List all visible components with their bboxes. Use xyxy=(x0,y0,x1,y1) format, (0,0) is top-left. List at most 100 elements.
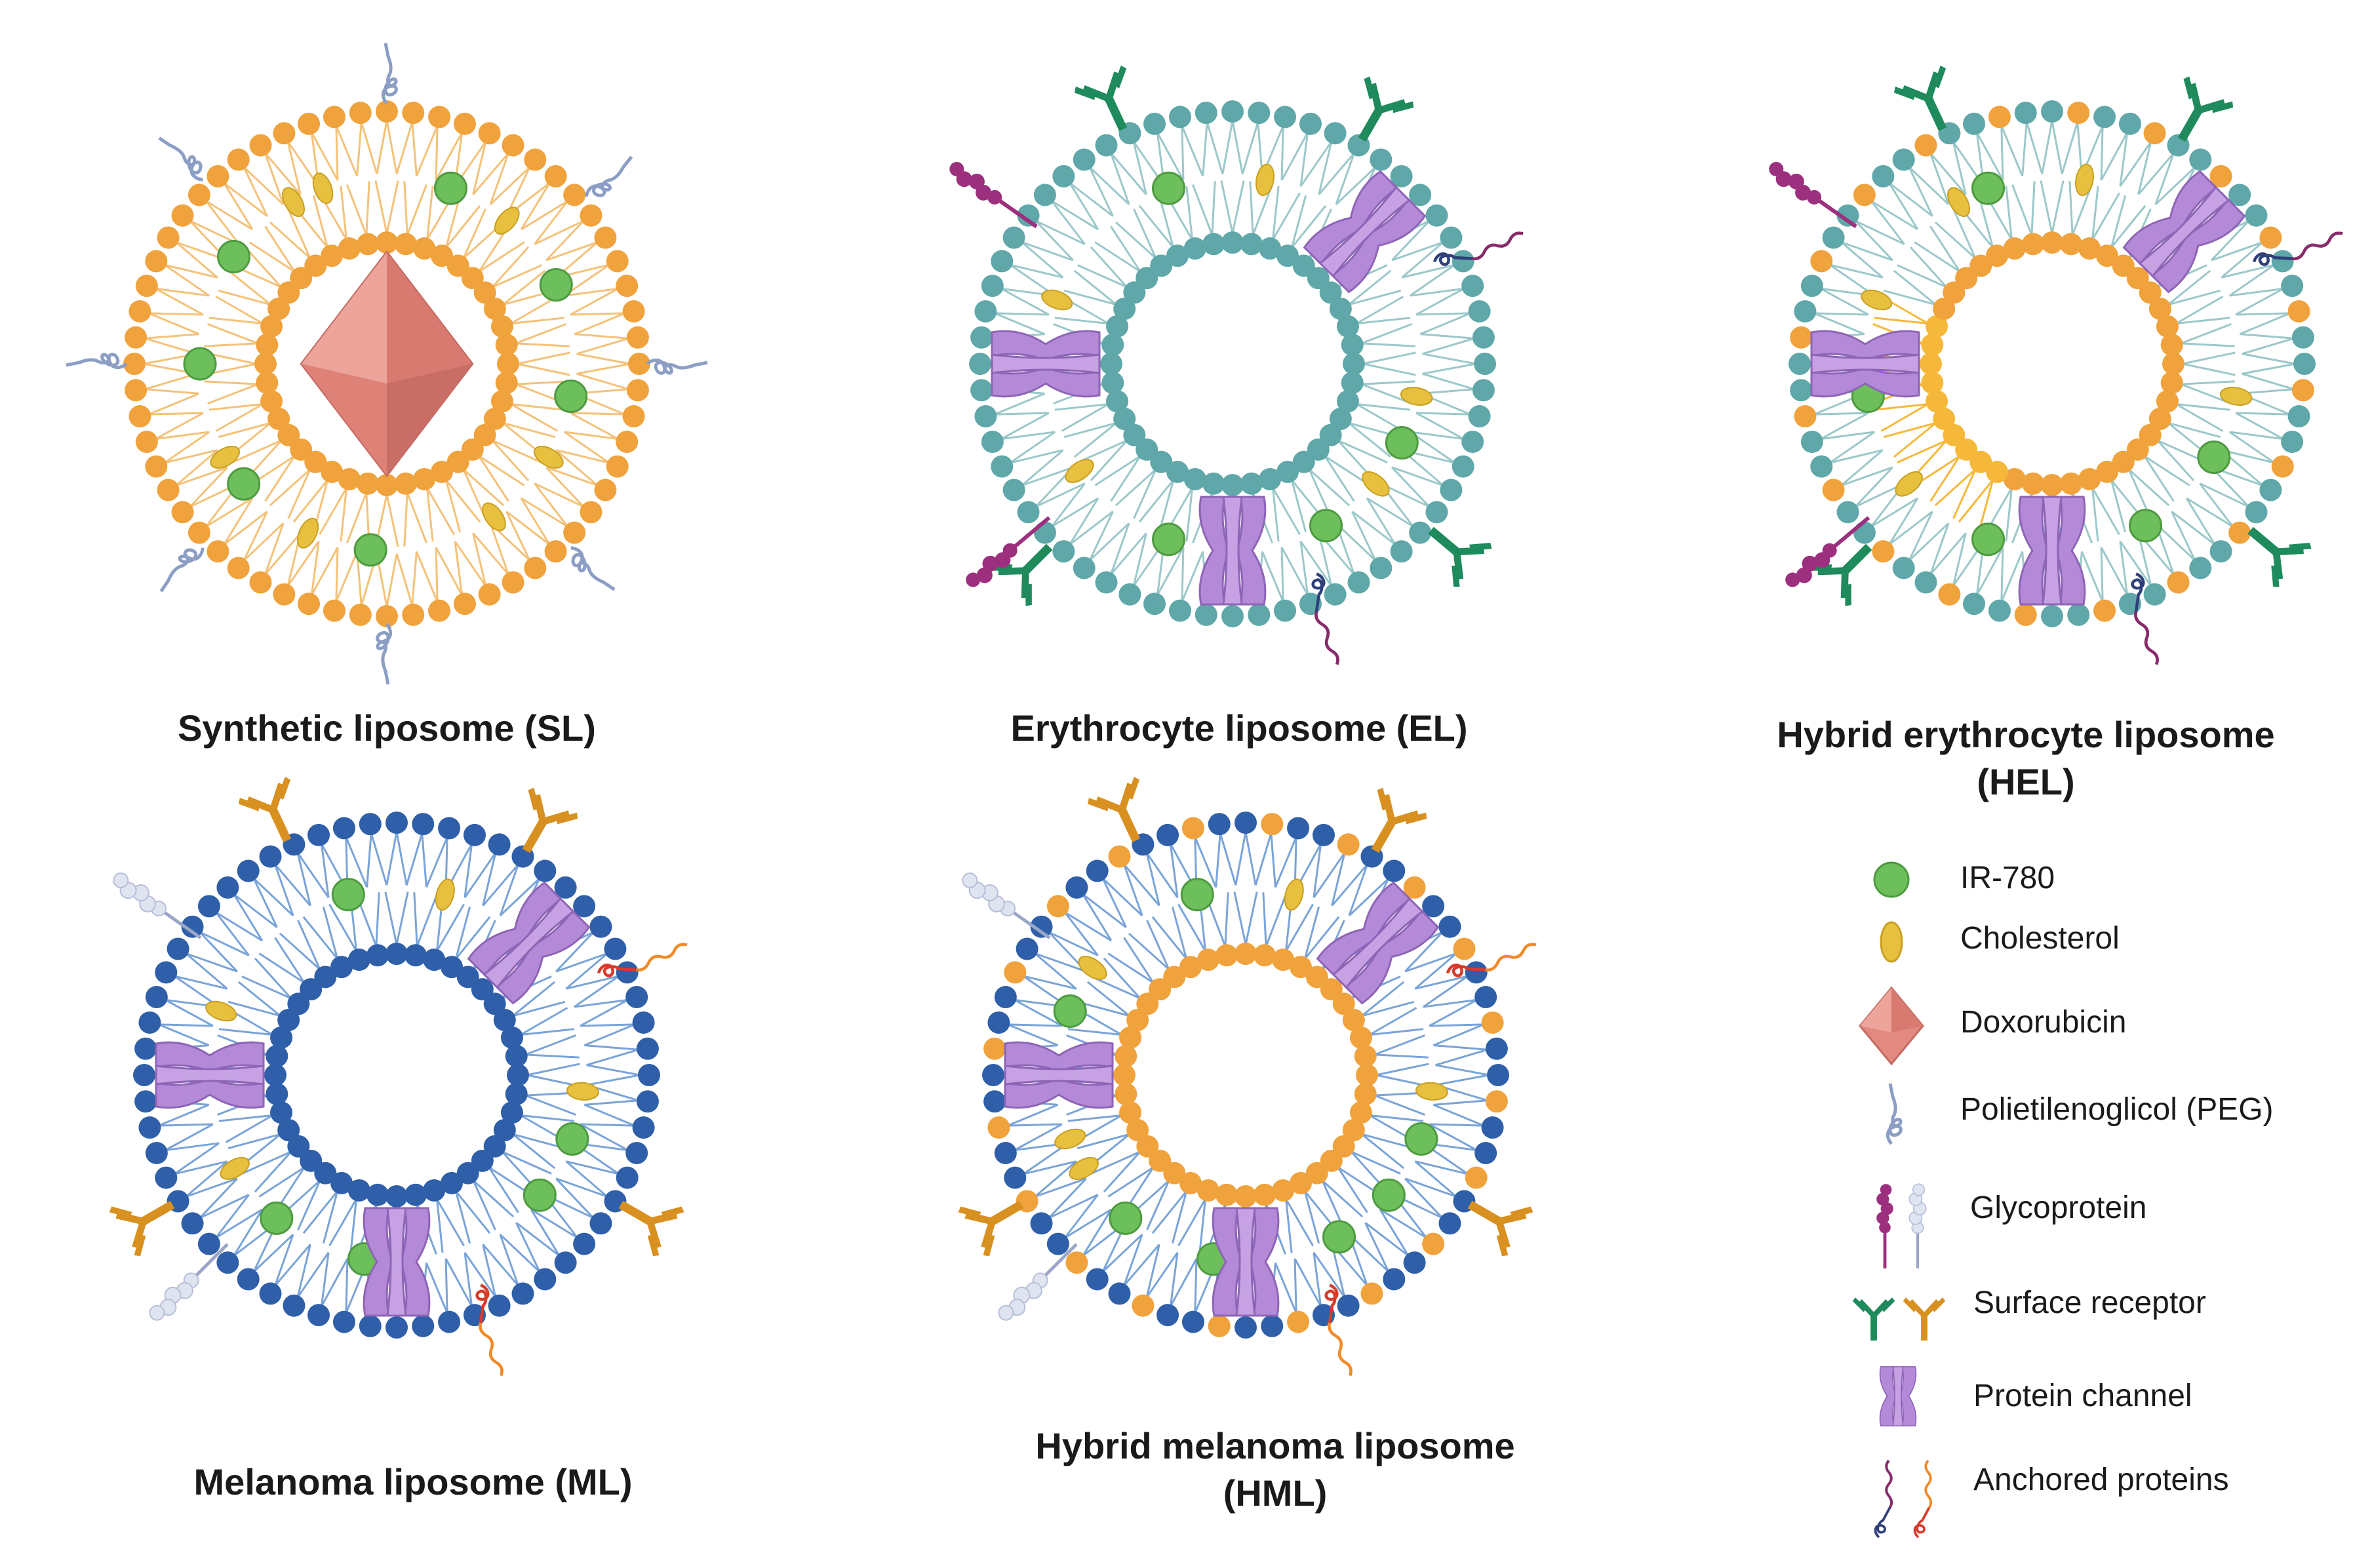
lipid-head xyxy=(197,1232,220,1255)
lipid-head xyxy=(1794,405,1817,428)
lipid-head xyxy=(323,599,346,622)
lipid-head xyxy=(2259,479,2282,501)
ir780-molecule xyxy=(353,533,387,567)
lipid-head xyxy=(157,479,180,501)
caption-erythrocyte-liposome: Erythrocyte liposome (EL) xyxy=(1010,707,1468,749)
lipid-head xyxy=(1113,1064,1136,1086)
lipid-head xyxy=(1272,949,1295,971)
lipid-head xyxy=(1794,300,1817,323)
lipid-head xyxy=(1409,184,1432,206)
lipid-head xyxy=(207,540,229,563)
lipid-head xyxy=(2281,430,2304,453)
ir780-molecule xyxy=(1109,1201,1143,1235)
lipid-head xyxy=(1126,1118,1149,1141)
lipid-head xyxy=(1341,371,1364,394)
lipid-head xyxy=(1485,1090,1508,1113)
lipid-head xyxy=(2022,233,2045,256)
lipid-head xyxy=(277,1009,300,1032)
lipid-head xyxy=(1086,859,1109,882)
cholesterol-molecule xyxy=(1947,187,1970,217)
lipid-head xyxy=(981,275,1004,298)
lipid-head xyxy=(385,943,408,965)
legend-label-peg: Polietilenoglicol (PEG) xyxy=(1960,1092,2274,1127)
lipid-head xyxy=(473,423,496,446)
lipid-head xyxy=(1465,1166,1488,1189)
lipid-head xyxy=(1343,353,1365,375)
lipid-head xyxy=(2126,438,2149,461)
lipid-head xyxy=(145,1141,168,1164)
lipid-head xyxy=(323,106,346,128)
lipid-head xyxy=(128,405,151,428)
cholesterol-molecule xyxy=(534,446,564,469)
lipid-head xyxy=(573,895,596,918)
lipid-head xyxy=(1208,1314,1231,1337)
lipid-head xyxy=(1052,165,1075,187)
lipid-head xyxy=(1163,966,1186,989)
ir780-molecule xyxy=(1372,1178,1406,1212)
cholesterol-molecule xyxy=(1069,1157,1099,1180)
surface-receptor-orange-icon xyxy=(1903,1297,1946,1341)
lipid-head xyxy=(500,1026,523,1049)
cholesterol-molecule xyxy=(1054,1128,1086,1150)
lipid-head xyxy=(123,353,146,375)
lipid-head xyxy=(500,1101,523,1124)
lipid-head xyxy=(1136,1135,1159,1158)
cholesterol-molecule xyxy=(566,1082,599,1101)
lipid-head xyxy=(181,915,204,938)
ir780-molecule xyxy=(227,467,261,501)
lipid-head xyxy=(1052,540,1075,563)
legend-label-glycoprotein: Glycoprotein xyxy=(1970,1190,2147,1225)
lipid-head xyxy=(2067,603,2090,626)
lipid-head xyxy=(1195,102,1217,125)
lipid-head xyxy=(473,281,496,304)
lipid-head xyxy=(1123,423,1146,446)
ir780-molecule xyxy=(1309,509,1343,543)
legend-label-doxorubicin: Doxorubicin xyxy=(1960,1005,2127,1040)
lipid-head xyxy=(1149,1149,1172,1172)
lipid-head xyxy=(544,165,567,187)
lipid-head xyxy=(1312,823,1335,846)
lipid-head xyxy=(534,859,557,882)
lipid-head xyxy=(2156,390,2179,413)
lipid-head xyxy=(2003,237,2026,260)
lipid-head xyxy=(1073,557,1096,579)
lipid-head xyxy=(622,405,645,428)
lipid-head xyxy=(347,949,370,971)
lipid-head xyxy=(428,599,451,622)
lipid-head xyxy=(1150,254,1173,277)
lipid-head xyxy=(1156,823,1179,846)
lipid-head xyxy=(1202,233,1225,256)
lipid-head xyxy=(1920,353,1942,375)
lipid-head xyxy=(256,371,279,394)
lipid-head xyxy=(1468,405,1491,428)
lipid-head xyxy=(622,300,645,323)
lipid-head xyxy=(1149,978,1172,1001)
lipid-head xyxy=(1790,326,1813,349)
lipid-head xyxy=(1143,112,1166,135)
lipid-head xyxy=(1921,334,1944,357)
lipid-head xyxy=(2259,226,2282,249)
melanoma-liposome xyxy=(108,775,688,1377)
lipid-head xyxy=(227,148,250,171)
lipid-head xyxy=(332,1310,355,1333)
lipid-head xyxy=(628,353,650,375)
lipid-head xyxy=(1100,353,1122,375)
lipid-head xyxy=(1354,1082,1377,1105)
lipid-head xyxy=(1336,390,1359,413)
lipid-head xyxy=(1033,521,1056,544)
lipid-head xyxy=(1307,438,1330,461)
ir780-molecule xyxy=(1322,1220,1356,1254)
lipid-head xyxy=(412,813,435,836)
lipid-head xyxy=(970,379,993,402)
lipid-head xyxy=(1337,833,1360,856)
lipid-head xyxy=(2148,298,2171,321)
lipid-head xyxy=(277,1118,300,1141)
lipid-head xyxy=(1892,148,1915,171)
lipid-head xyxy=(453,112,476,135)
lipid-head xyxy=(606,250,629,273)
peg-chain xyxy=(383,43,396,104)
lipid-head xyxy=(1101,371,1124,394)
lipid-head xyxy=(1292,254,1315,277)
lipid-head xyxy=(1004,1166,1027,1189)
cholesterol-molecule xyxy=(482,502,506,532)
